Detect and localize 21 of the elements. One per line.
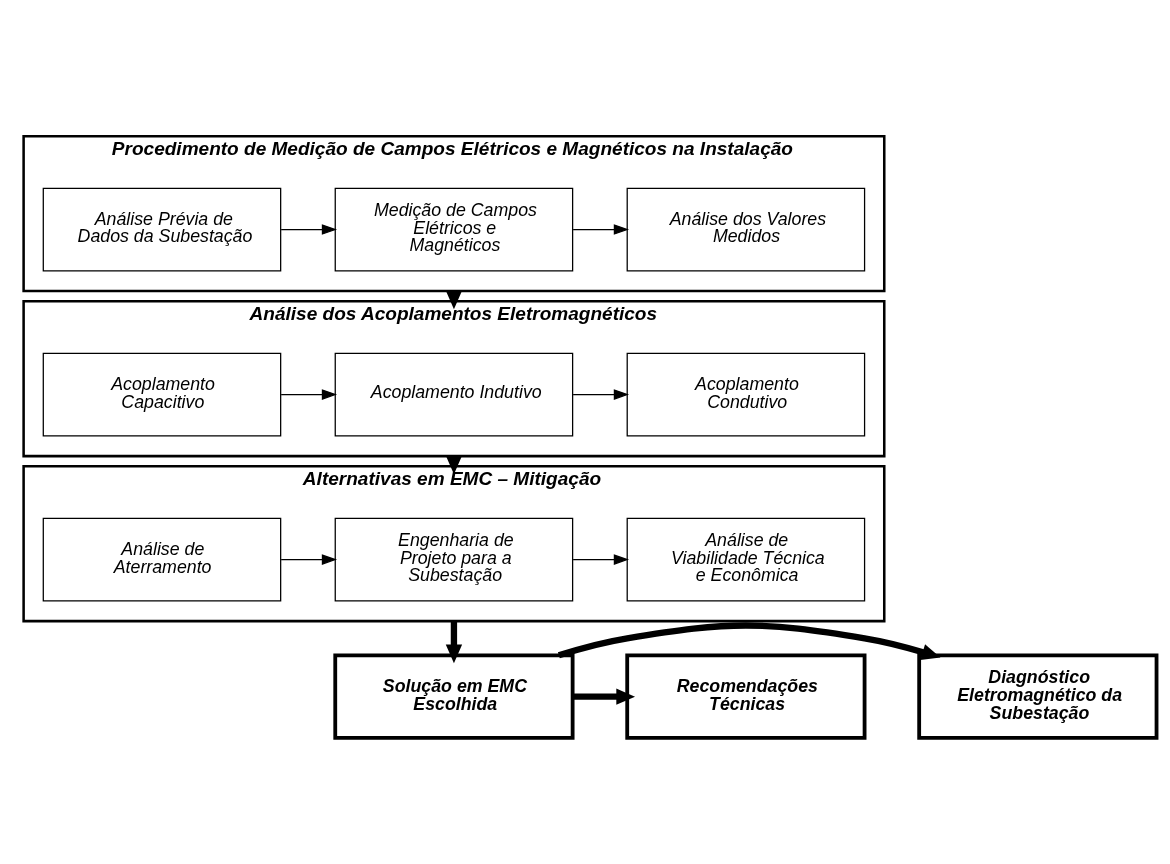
node-box: Engenharia de Projeto para a Subestação: [334, 517, 574, 602]
arrow: [572, 554, 630, 565]
node-box: Análise Prévia de Dados da Subestação: [42, 187, 282, 272]
arrow: [280, 224, 338, 235]
arrow: [557, 622, 941, 660]
node-box: Acoplamento Capacitivo: [42, 352, 282, 437]
arrow: [573, 688, 636, 705]
arrow: [572, 224, 630, 235]
arrow: [572, 389, 630, 400]
node-box: Acoplamento Indutivo: [334, 352, 574, 437]
node-box: Medição de Campos Elétricos e Magnéticos: [334, 187, 574, 272]
node-box: Análise dos Valores Medidos: [626, 187, 866, 272]
arrow: [280, 389, 338, 400]
node-box: Diagnóstico Eletromagnético da Subestação: [917, 653, 1159, 740]
arrow: [445, 621, 463, 664]
arrow: [280, 554, 338, 565]
node-box: Análise de Aterramento: [42, 517, 282, 602]
node-box: Solução em EMC Escolhida: [333, 653, 575, 740]
node-box: Análise de Viabilidade Técnica e Econômica: [626, 517, 866, 602]
node-box: Recomendações Técnicas: [625, 653, 867, 740]
node-box: Acoplamento Condutivo: [626, 352, 866, 437]
